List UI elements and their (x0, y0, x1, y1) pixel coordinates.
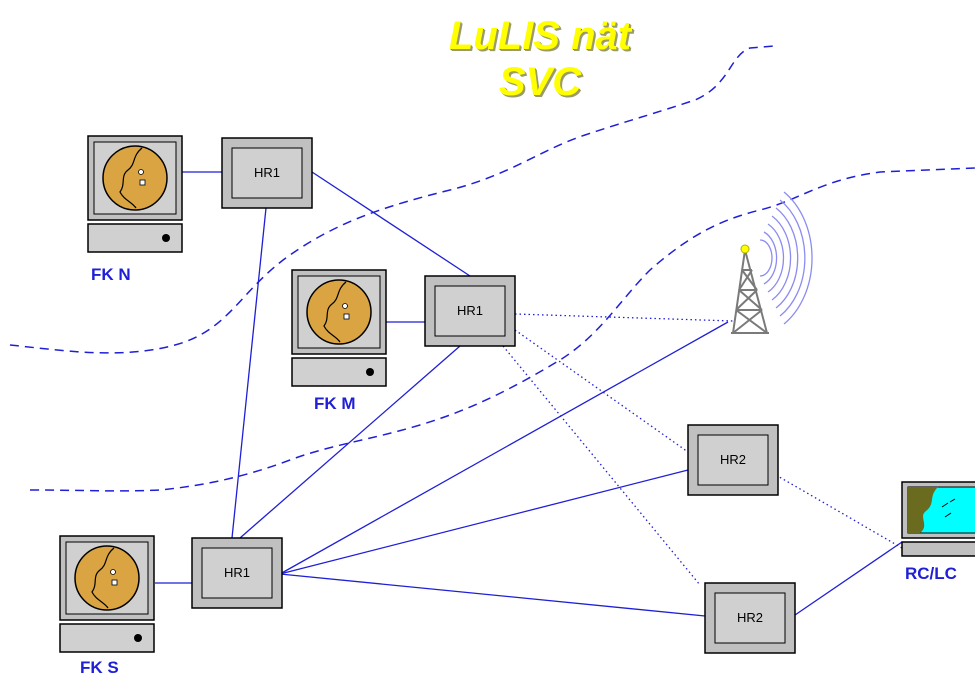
router-label-hr2-lower: HR2 (736, 610, 763, 625)
dotted-links (502, 313, 903, 586)
router-label-hr1-south: HR1 (223, 565, 250, 580)
solid-links (155, 171, 903, 617)
radio-tower-icon (731, 249, 769, 334)
rc-lc-terminal-icon (901, 481, 975, 557)
station-label-rc-lc: RC/LC (905, 564, 957, 583)
workstation-fk-s-icon (59, 535, 155, 653)
workstation-fk-n-icon (87, 135, 183, 253)
diagram-title-line2: SVC (498, 60, 582, 104)
tower-beacon (740, 244, 750, 254)
region-boundaries (9, 45, 975, 492)
station-label-fk-s: FK S (80, 658, 119, 675)
station-label-fk-m: FK M (314, 394, 356, 413)
station-label-fk-n: FK N (91, 265, 131, 284)
router-label-hr2-upper: HR2 (719, 452, 746, 467)
radio-waves (759, 191, 813, 325)
workstation-fk-m-icon (291, 269, 387, 387)
router-label-hr1-north: HR1 (253, 165, 280, 180)
router-label-hr1-middle: HR1 (456, 303, 483, 318)
diagram-title-line1: LuLIS nät (448, 14, 632, 58)
